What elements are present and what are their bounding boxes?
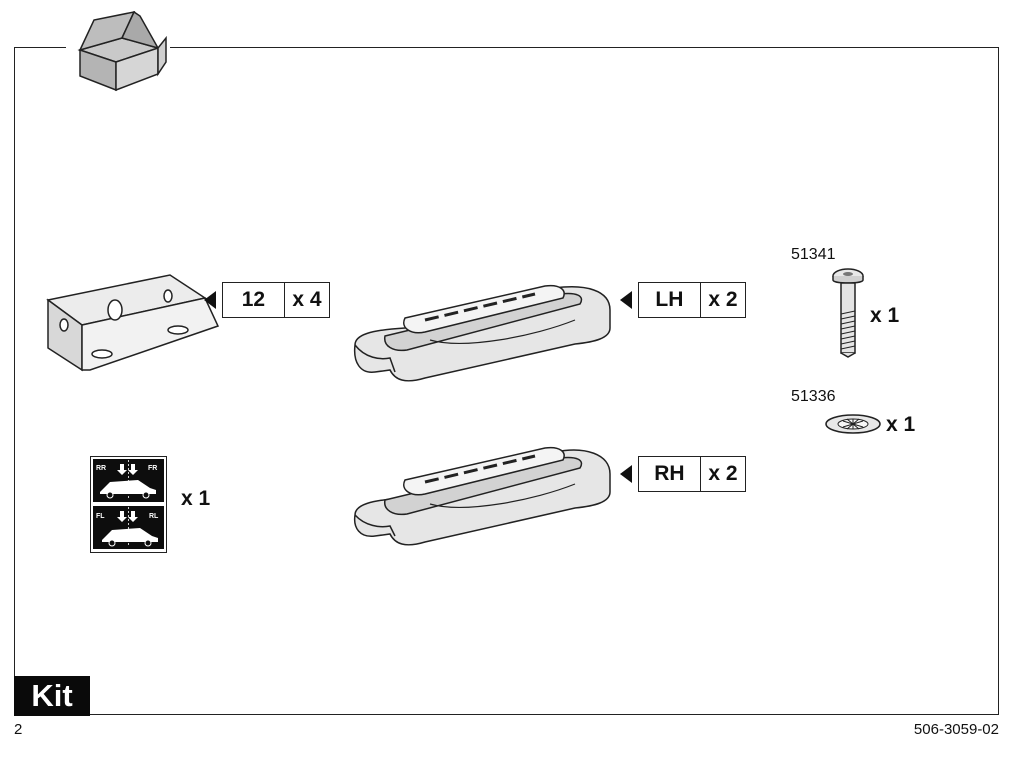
bracket-label-box: 12 x 4 bbox=[222, 282, 330, 318]
down-arrow-icon bbox=[117, 464, 138, 522]
foot-right-label-box: RH x 2 bbox=[638, 456, 746, 492]
open-box-icon bbox=[66, 8, 170, 96]
position-sticker: RR FR FL RL bbox=[90, 456, 167, 553]
sticker-bottom-right-label: RL bbox=[149, 513, 159, 520]
washer-quantity: x 1 bbox=[886, 413, 916, 436]
bracket-part-number: 12 bbox=[241, 288, 266, 311]
sticker-bottom-left-label: FL bbox=[96, 513, 105, 520]
foot-right-side: RH bbox=[654, 462, 685, 485]
bracket-quantity: x 4 bbox=[283, 283, 329, 317]
bolt-illustration bbox=[832, 268, 864, 358]
car-icon bbox=[100, 480, 158, 547]
page-number: 2 bbox=[14, 721, 23, 738]
bolt-quantity: x 1 bbox=[870, 304, 900, 327]
sticker-top-right-label: FR bbox=[148, 465, 157, 472]
page-frame bbox=[14, 47, 999, 715]
bracket-part-illustration bbox=[46, 274, 220, 372]
washer-illustration bbox=[825, 414, 881, 434]
bracket-pointer-arrow bbox=[204, 291, 216, 309]
foot-left-illustration bbox=[353, 284, 611, 382]
bolt-part-number: 51341 bbox=[791, 246, 836, 263]
sticker-quantity: x 1 bbox=[181, 487, 211, 510]
foot-right-quantity: x 2 bbox=[699, 457, 745, 491]
sticker-top-left-label: RR bbox=[96, 465, 106, 472]
washer-part-number: 51336 bbox=[791, 388, 836, 405]
document-number: 506-3059-02 bbox=[913, 721, 999, 738]
foot-left-side: LH bbox=[655, 288, 684, 311]
foot-left-label-box: LH x 2 bbox=[638, 282, 746, 318]
foot-left-quantity: x 2 bbox=[699, 283, 745, 317]
foot-right-illustration bbox=[353, 446, 611, 546]
foot-right-pointer-arrow bbox=[620, 465, 632, 483]
foot-left-pointer-arrow bbox=[620, 291, 632, 309]
kit-badge: Kit bbox=[14, 676, 90, 716]
